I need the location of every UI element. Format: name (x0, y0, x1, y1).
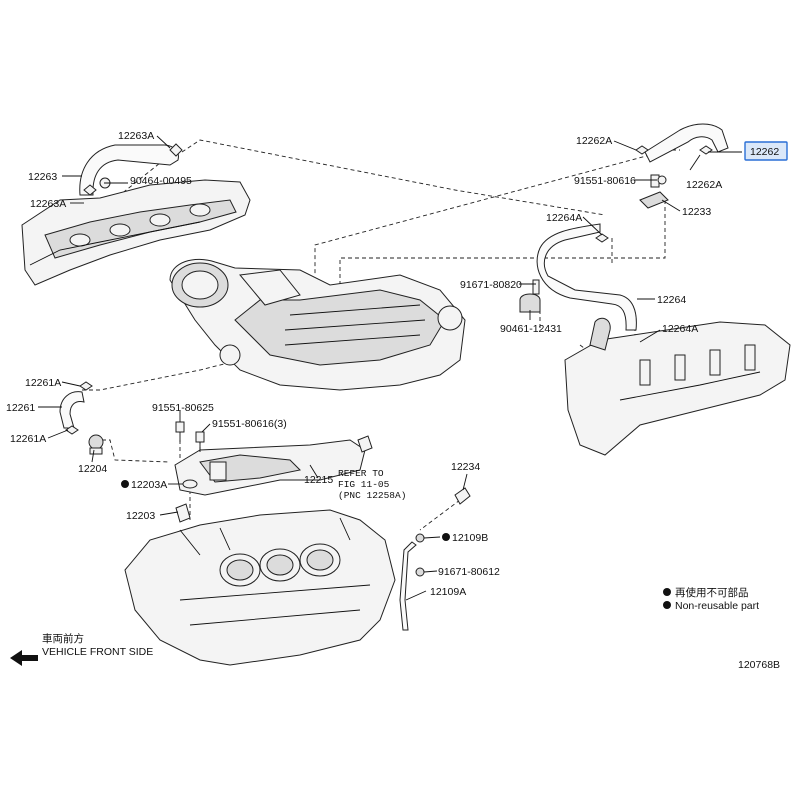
label-12109B[interactable]: 12109B (452, 532, 488, 544)
highlight-box-12262 (744, 141, 788, 161)
label-12262A-right[interactable]: 12262A (686, 179, 722, 191)
right-valve-cover (564, 317, 791, 456)
legend: 再使用不可部品 Non-reusable part (663, 586, 759, 612)
part-12204 (88, 434, 104, 455)
label-12263A-top[interactable]: 12263A (118, 130, 154, 142)
part-labels: 12263A 12263 90464-00495 12263A 12262A 1… (6, 130, 788, 598)
leader-lines (38, 135, 742, 601)
label-12264[interactable]: 12264 (657, 294, 686, 306)
label-91551-80616-3[interactable]: 91551-80616(3) (212, 418, 287, 430)
left-valve-cover (21, 179, 251, 286)
left-arrow-icon (10, 650, 38, 666)
refer-line-2: FIG 11-05 (338, 479, 390, 490)
label-12204[interactable]: 12204 (78, 463, 107, 475)
bracket-90461 (519, 279, 541, 313)
label-12264A-bottom[interactable]: 12264A (662, 323, 698, 335)
baffle-plate-12215 (174, 435, 373, 496)
label-12261A-top[interactable]: 12261A (25, 377, 61, 389)
hose-12262 (635, 123, 729, 163)
label-90464-00495[interactable]: 90464-00495 (130, 175, 192, 187)
label-12262A-top[interactable]: 12262A (576, 135, 612, 147)
part-12203 (175, 479, 198, 523)
label-12203[interactable]: 12203 (126, 510, 155, 522)
label-91551-80616[interactable]: 91551-80616 (574, 175, 636, 187)
label-12234[interactable]: 12234 (451, 461, 480, 473)
label-12203A[interactable]: 12203A (131, 479, 167, 491)
label-12263A-bottom[interactable]: 12263A (30, 198, 66, 210)
label-12264A-top[interactable]: 12264A (546, 212, 582, 224)
refer-line-3: (PNC 12258A) (338, 490, 406, 501)
direction-jp-text: 車両前方 (42, 632, 84, 645)
label-12109A[interactable]: 12109A (430, 586, 466, 598)
legend-bullet-jp (663, 588, 671, 596)
label-91551-80625[interactable]: 91551-80625 (152, 402, 214, 414)
diagram-id: 120768B (738, 659, 780, 671)
non-reusable-marker-12203A (121, 480, 129, 488)
bolts (175, 175, 667, 452)
label-90461-12431[interactable]: 90461-12431 (500, 323, 562, 335)
tube-12234 (399, 487, 471, 631)
label-12262[interactable]: 12262 (750, 146, 779, 158)
label-12215[interactable]: 12215 (304, 474, 333, 486)
vehicle-front-direction: 車両前方 VEHICLE FRONT SIDE (10, 632, 153, 666)
intake-manifold (169, 258, 466, 391)
direction-en-text: VEHICLE FRONT SIDE (42, 646, 153, 658)
engine-block (124, 509, 396, 666)
non-reusable-marker-12109B (442, 533, 450, 541)
refer-line-1: REFER TO (338, 468, 384, 479)
label-12263[interactable]: 12263 (28, 171, 57, 183)
legend-en-text: Non-reusable part (675, 600, 759, 612)
label-12261A-bottom[interactable]: 12261A (10, 433, 46, 445)
label-91671-80820[interactable]: 91671-80820 (460, 279, 522, 291)
hose-12263 (79, 143, 183, 196)
legend-jp-text: 再使用不可部品 (675, 586, 749, 599)
legend-bullet-en (663, 601, 671, 609)
hose-12261 (59, 381, 93, 435)
label-91671-80612[interactable]: 91671-80612 (438, 566, 500, 578)
label-12233[interactable]: 12233 (682, 206, 711, 218)
label-12261[interactable]: 12261 (6, 402, 35, 414)
